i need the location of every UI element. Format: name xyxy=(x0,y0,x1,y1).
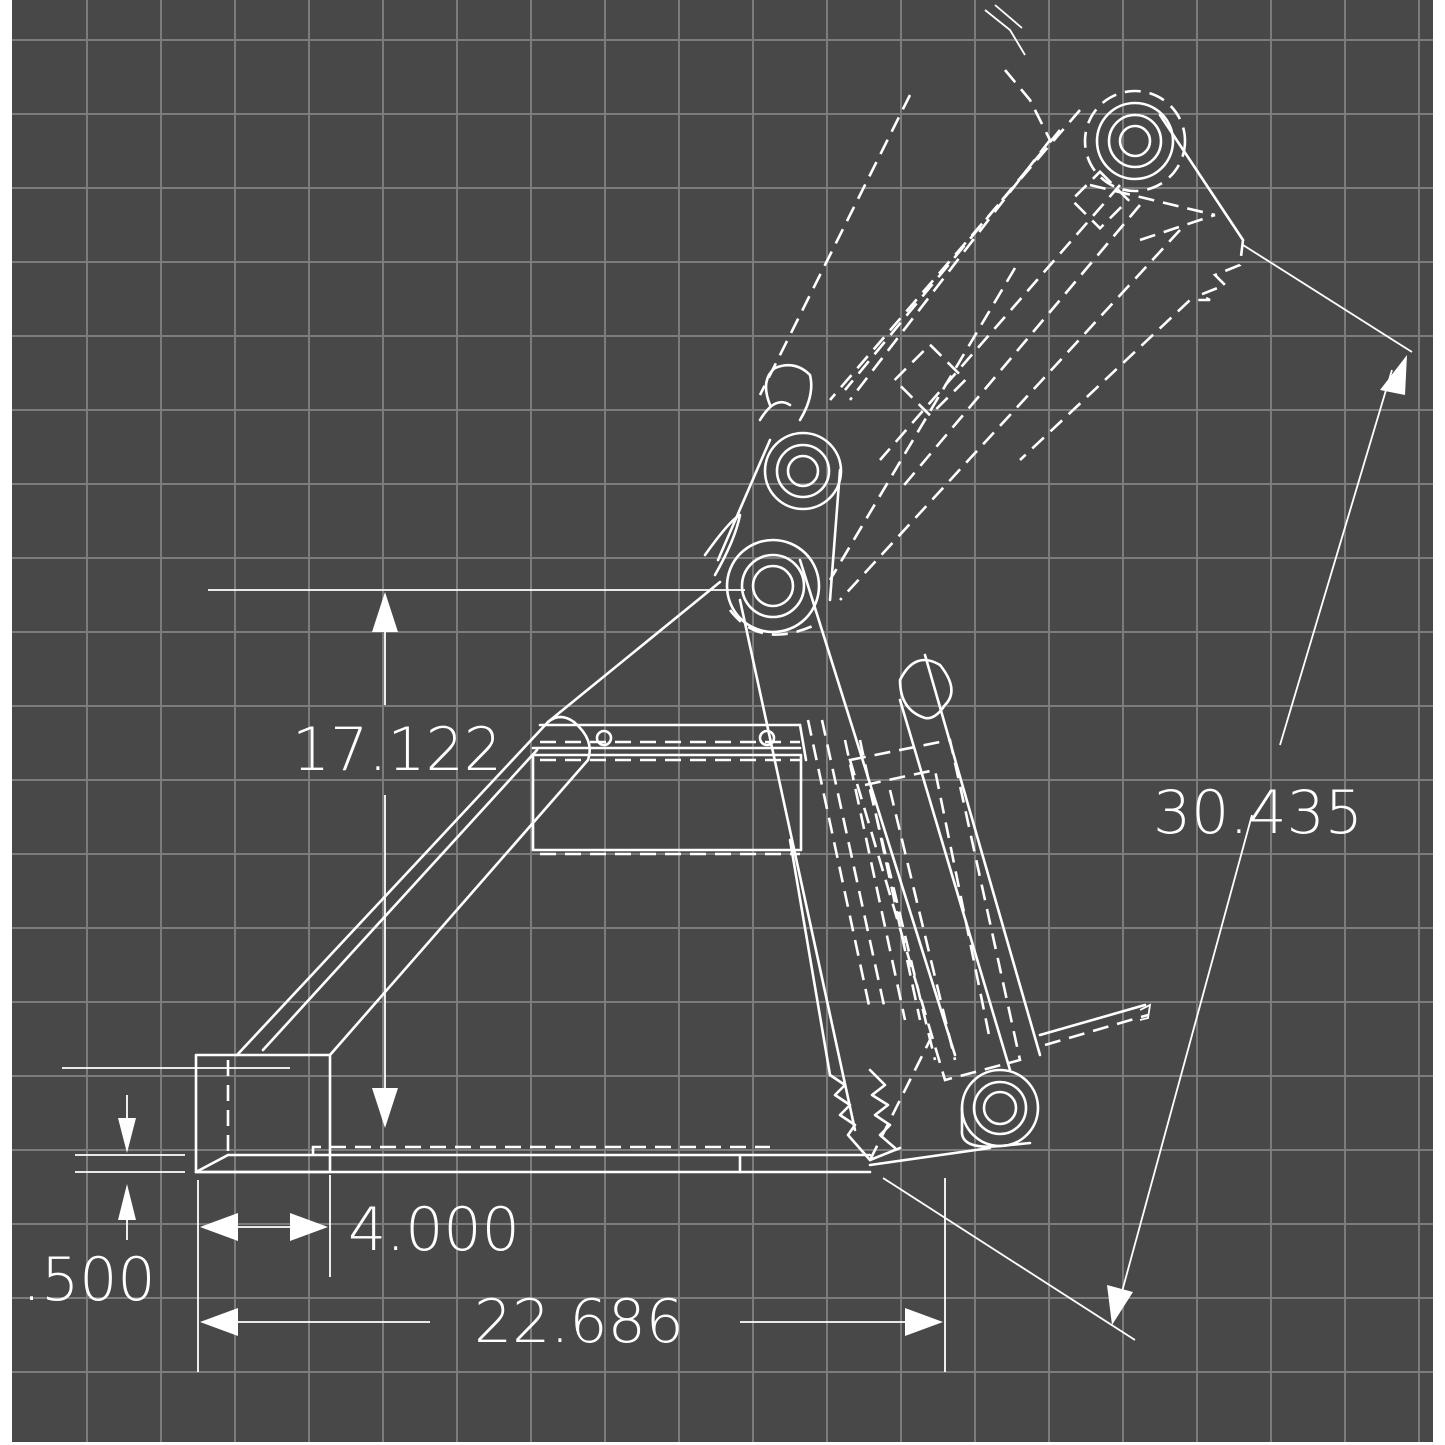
lower-arm xyxy=(738,558,957,1162)
cross-member-box xyxy=(531,723,808,856)
base-width-dimension-label: 4.000 xyxy=(348,1195,520,1265)
upper-arm xyxy=(758,4,1245,601)
center-pivots xyxy=(703,363,843,636)
base-plate xyxy=(194,1053,872,1174)
dimension-overall-length: 22.686 xyxy=(200,1178,946,1372)
dimension-plate-thickness: .500 xyxy=(22,1067,290,1315)
diagonal-struts xyxy=(235,580,722,1057)
grid xyxy=(12,0,1433,1442)
reach-dimension-label: 30.435 xyxy=(1153,778,1363,848)
dimension-reach: 30.435 xyxy=(882,244,1413,1341)
dimension-base-width: 4.000 xyxy=(197,1175,520,1372)
hydraulic-cylinder xyxy=(848,653,1152,1082)
dimension-height: 17.122 xyxy=(208,589,745,1128)
overall-length-dimension-label: 22.686 xyxy=(474,1287,684,1357)
height-dimension-label: 17.122 xyxy=(292,715,502,785)
thickness-dimension-label: .500 xyxy=(22,1245,156,1315)
bottom-pivot xyxy=(868,1039,1040,1167)
